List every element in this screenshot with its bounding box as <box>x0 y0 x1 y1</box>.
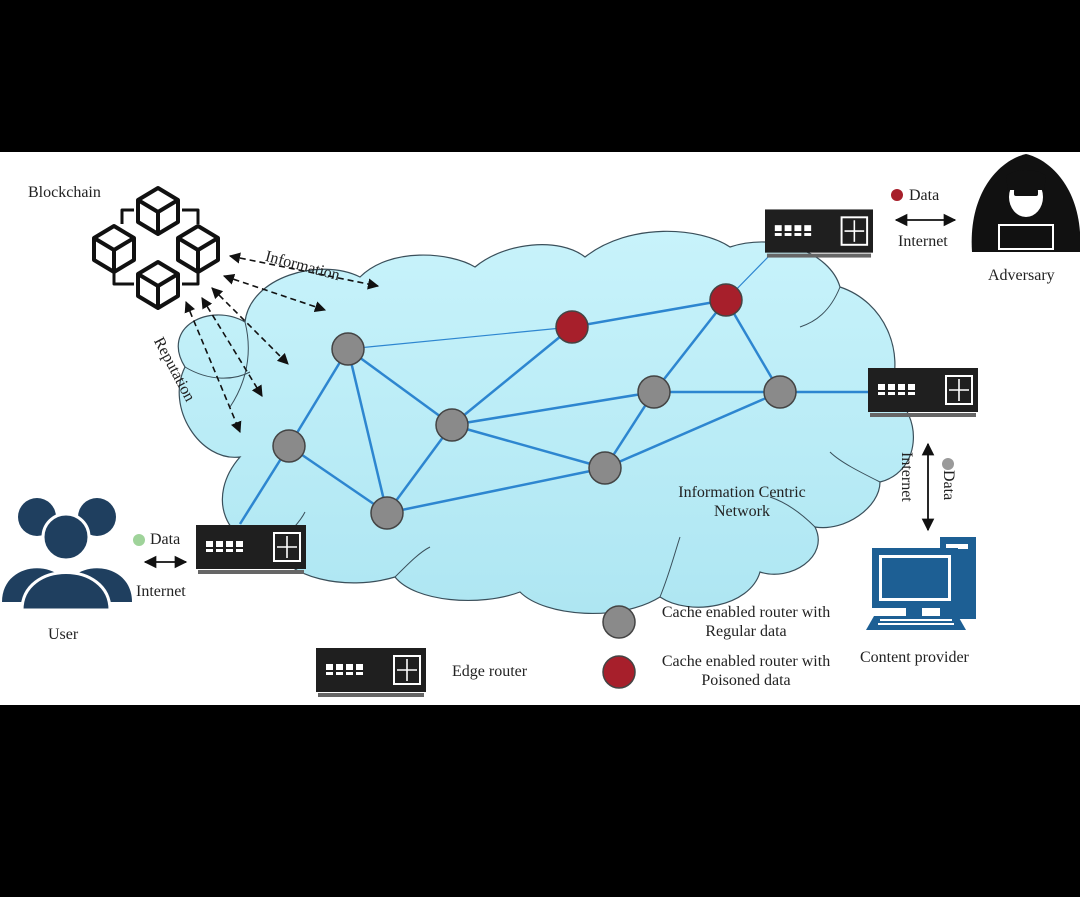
regular-router-node <box>370 496 404 530</box>
blockchain-arrows <box>184 252 380 434</box>
adversary-data-label: Data <box>909 187 940 204</box>
link <box>604 390 781 470</box>
link <box>346 348 389 514</box>
user-group-icon <box>2 498 132 612</box>
user-data-label: Data <box>150 531 181 548</box>
regular-router-node <box>272 429 306 463</box>
link <box>724 299 782 393</box>
reputation-arrow <box>184 300 242 434</box>
edge-router-provider <box>868 368 978 418</box>
legend-regular-label: Cache enabled router with Regular data <box>640 603 852 641</box>
link <box>347 347 453 427</box>
link <box>571 298 727 329</box>
desktop-computer-icon <box>866 537 976 630</box>
regular-router-node <box>637 375 671 409</box>
link <box>347 326 573 350</box>
hooded-hacker-icon <box>971 154 1080 252</box>
regular-data-dot-user <box>133 534 145 546</box>
regular-router-node <box>435 408 469 442</box>
user-internet-label: Internet <box>136 583 186 600</box>
link <box>653 299 727 393</box>
legend-edge-router-label: Edge router <box>452 663 528 680</box>
regular-data-dot-provider <box>942 458 954 470</box>
legend-regular-line2: Regular data <box>705 623 787 641</box>
information-arrow <box>228 252 380 290</box>
link <box>288 444 388 515</box>
internet-arrows <box>143 213 957 569</box>
content-provider-label: Content provider <box>860 649 969 666</box>
legend-poisoned-node <box>602 655 636 689</box>
icn-label-line1: Information Centric <box>678 484 806 501</box>
regular-router-node <box>331 332 365 366</box>
regular-router-node <box>588 451 622 485</box>
blockchain-cubes-icon <box>92 186 220 310</box>
link <box>451 390 655 427</box>
icn-label-line2: Network <box>714 503 770 521</box>
poisoned-router-node <box>555 310 589 344</box>
regular-router-node <box>763 375 797 409</box>
legend-poisoned-line2: Poisoned data <box>701 672 791 690</box>
link <box>386 466 606 515</box>
link <box>451 326 573 426</box>
edge-router-user <box>196 524 306 576</box>
network-nodes <box>272 283 797 530</box>
poisoned-router-node <box>709 283 743 317</box>
blockchain-label: Blockchain <box>28 184 101 201</box>
adversary-internet-label: Internet <box>898 233 948 250</box>
legend-poisoned-label: Cache enabled router with Poisoned data <box>640 652 852 690</box>
reputation-arrow <box>201 297 263 397</box>
icn-label: Information Centric Network <box>664 483 820 521</box>
adversary-label: Adversary <box>988 267 1055 284</box>
provider-internet-label: Internet <box>898 452 915 502</box>
link <box>287 348 350 447</box>
provider-data-label: Data <box>940 470 957 501</box>
legend-poisoned-line1: Cache enabled router with <box>661 653 831 670</box>
legend-regular-node <box>602 605 636 639</box>
diagram-canvas <box>2 154 1080 698</box>
legend-regular-line1: Cache enabled router with <box>661 604 831 621</box>
edge-router-adversary <box>765 209 873 259</box>
user-label: User <box>48 626 79 643</box>
link <box>385 424 454 514</box>
link <box>451 423 606 470</box>
diagram-panel: Blockchain Information Reputation Data I… <box>0 152 1080 705</box>
poisoned-data-dot <box>891 189 903 201</box>
edge-router-legend-icon <box>316 648 426 698</box>
